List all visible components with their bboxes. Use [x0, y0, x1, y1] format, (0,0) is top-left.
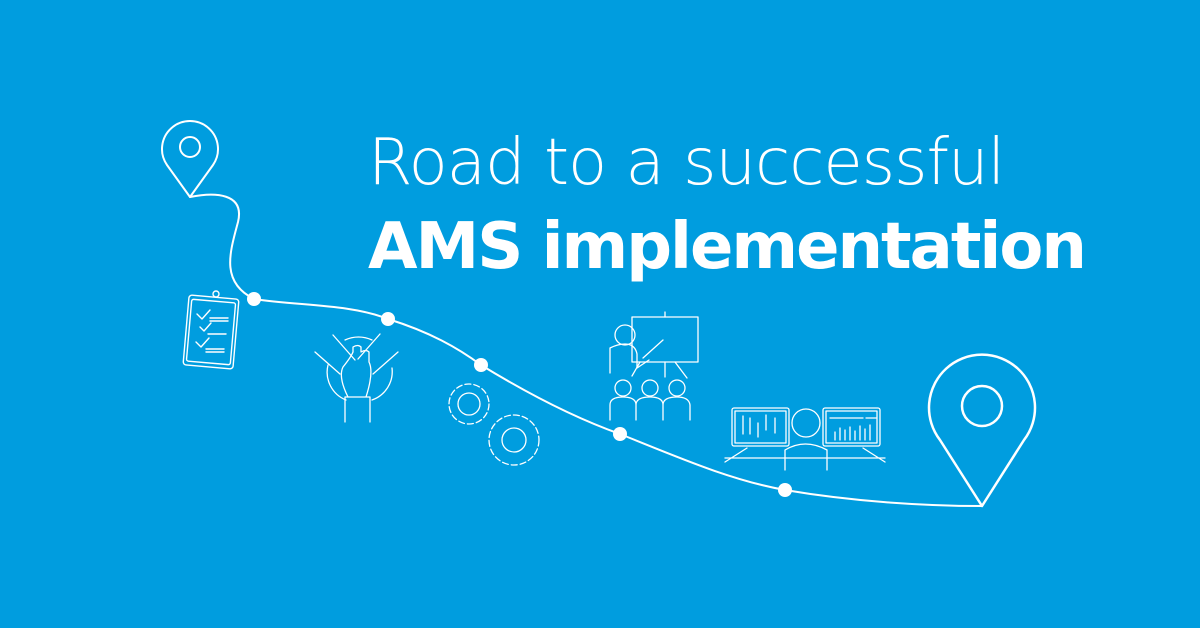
milestone-dot [474, 358, 488, 372]
milestone-dot [247, 292, 261, 306]
milestone-dot [613, 427, 627, 441]
milestone-dot [778, 483, 792, 497]
milestone-dot [381, 312, 395, 326]
headline-line2: AMS implementation [368, 210, 1087, 284]
gears-icon [449, 384, 539, 465]
trading-desk-icon [725, 408, 885, 470]
headline-line1: Road to a successful [368, 126, 1005, 200]
destination-pin-icon [929, 355, 1035, 506]
start-pin-icon [162, 121, 218, 197]
presentation-icon [610, 312, 698, 420]
teamwork-hands-icon [315, 334, 398, 422]
checklist-icon [183, 291, 239, 369]
